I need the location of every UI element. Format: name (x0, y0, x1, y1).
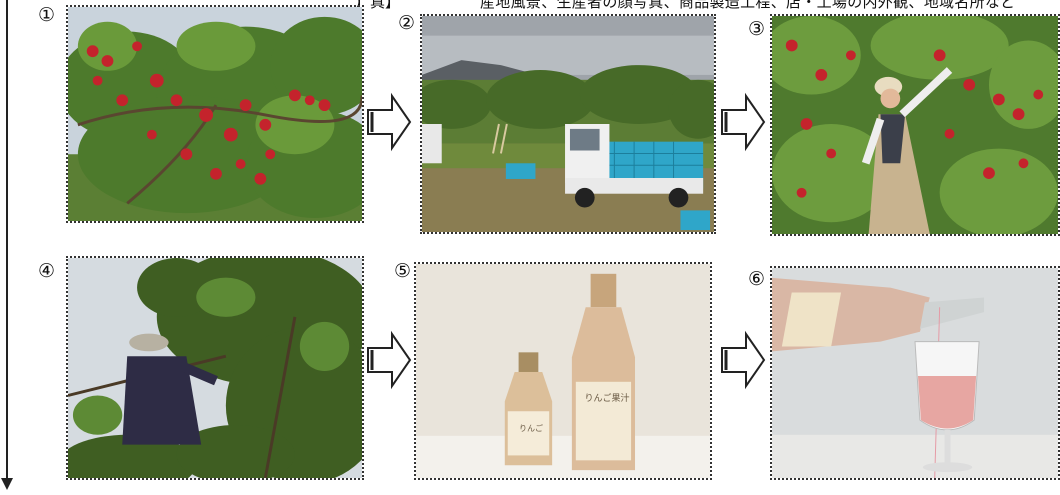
photo-tree-pruning (66, 256, 364, 480)
photo-pouring-juice (770, 266, 1060, 480)
photo-orchard-truck (420, 14, 716, 234)
photo-number-4: ④ (38, 260, 56, 282)
photo-number-2: ② (398, 12, 416, 34)
photo-farmer-picking (770, 14, 1060, 236)
photo-number-3: ③ (748, 18, 766, 40)
photo-number-5: ⑤ (394, 260, 412, 282)
flow-line (6, 0, 8, 480)
photo-apple-tree (66, 5, 364, 223)
photo-juice-bottles: りんご果汁 りんご (414, 262, 712, 480)
right-arrow-icon (720, 330, 766, 390)
down-arrow-icon (1, 478, 13, 490)
bottle-label-small: りんご (519, 424, 543, 433)
right-arrow-icon (366, 330, 412, 390)
bottle-label-large: りんご果汁 (584, 394, 630, 404)
photo-number-1: ① (38, 4, 56, 26)
header-bracket: 】真】 (355, 0, 401, 11)
right-arrow-icon (720, 92, 766, 152)
photo-number-6: ⑥ (748, 268, 766, 290)
right-arrow-icon (366, 92, 412, 152)
header-caption: 産地風景、生産者の顔写真、商品製造工程、店・工場の内外観、地域名所など (480, 0, 1016, 11)
